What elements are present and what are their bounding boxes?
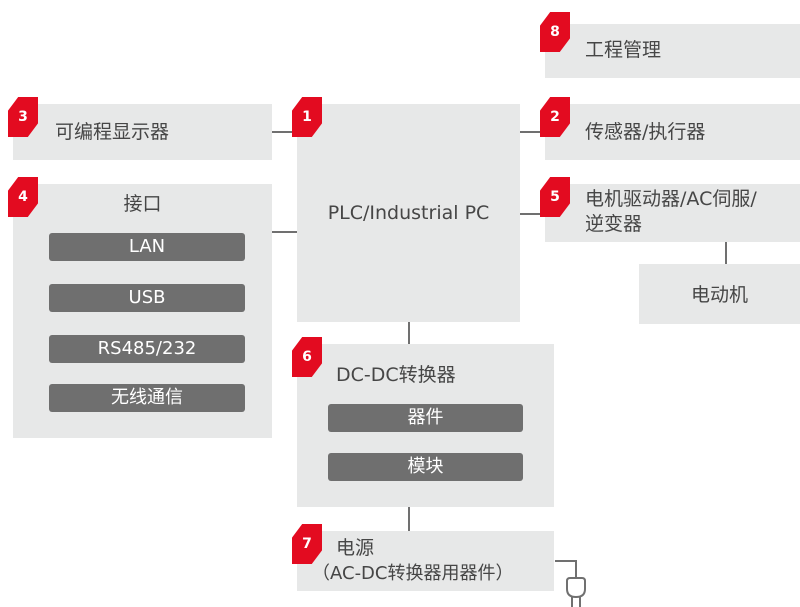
power-label-line1: 电源 bbox=[336, 537, 375, 559]
connector-interface-plc bbox=[272, 231, 298, 233]
motor-label: 电动机 bbox=[690, 284, 748, 306]
connector-dcdc-power bbox=[408, 507, 410, 531]
connector-power-plug-v bbox=[575, 560, 577, 578]
power-block bbox=[297, 531, 554, 591]
connector-driver-motor bbox=[725, 242, 727, 264]
engineering-block bbox=[545, 24, 800, 78]
interface-item-usb: USB bbox=[49, 284, 245, 312]
connector-plc-sensors bbox=[520, 131, 546, 133]
dcdc-label: DC-DC转换器 bbox=[336, 364, 456, 386]
display-label: 可编程显示器 bbox=[55, 121, 170, 143]
driver-block bbox=[545, 184, 800, 242]
driver-label-line2: 逆变器 bbox=[585, 213, 643, 235]
driver-label-line1: 电机驱动器/AC伺服/ bbox=[585, 188, 757, 210]
power-label-line2: （AC-DC转换器用器件） bbox=[312, 563, 514, 584]
connector-power-plug-h bbox=[555, 560, 577, 562]
dcdc-item-device: 器件 bbox=[328, 404, 523, 432]
interface-item-lan: LAN bbox=[49, 233, 245, 261]
sensors-label: 传感器/执行器 bbox=[585, 121, 706, 143]
interface-item-wireless: 无线通信 bbox=[49, 384, 245, 412]
plc-block bbox=[297, 104, 520, 322]
engineering-label: 工程管理 bbox=[585, 39, 662, 61]
connector-plc-dcdc bbox=[408, 322, 410, 344]
connector-display-plc bbox=[272, 131, 294, 133]
motor-block bbox=[639, 264, 800, 324]
interface-item-rs485: RS485/232 bbox=[49, 335, 245, 363]
dcdc-item-module: 模块 bbox=[328, 453, 523, 481]
interface-label: 接口 bbox=[123, 193, 162, 215]
sensors-block bbox=[545, 104, 800, 160]
display-block bbox=[13, 104, 272, 160]
plc-label: PLC/Industrial PC bbox=[327, 202, 490, 224]
power-plug-icon bbox=[566, 577, 586, 607]
connector-plc-driver bbox=[520, 213, 546, 215]
